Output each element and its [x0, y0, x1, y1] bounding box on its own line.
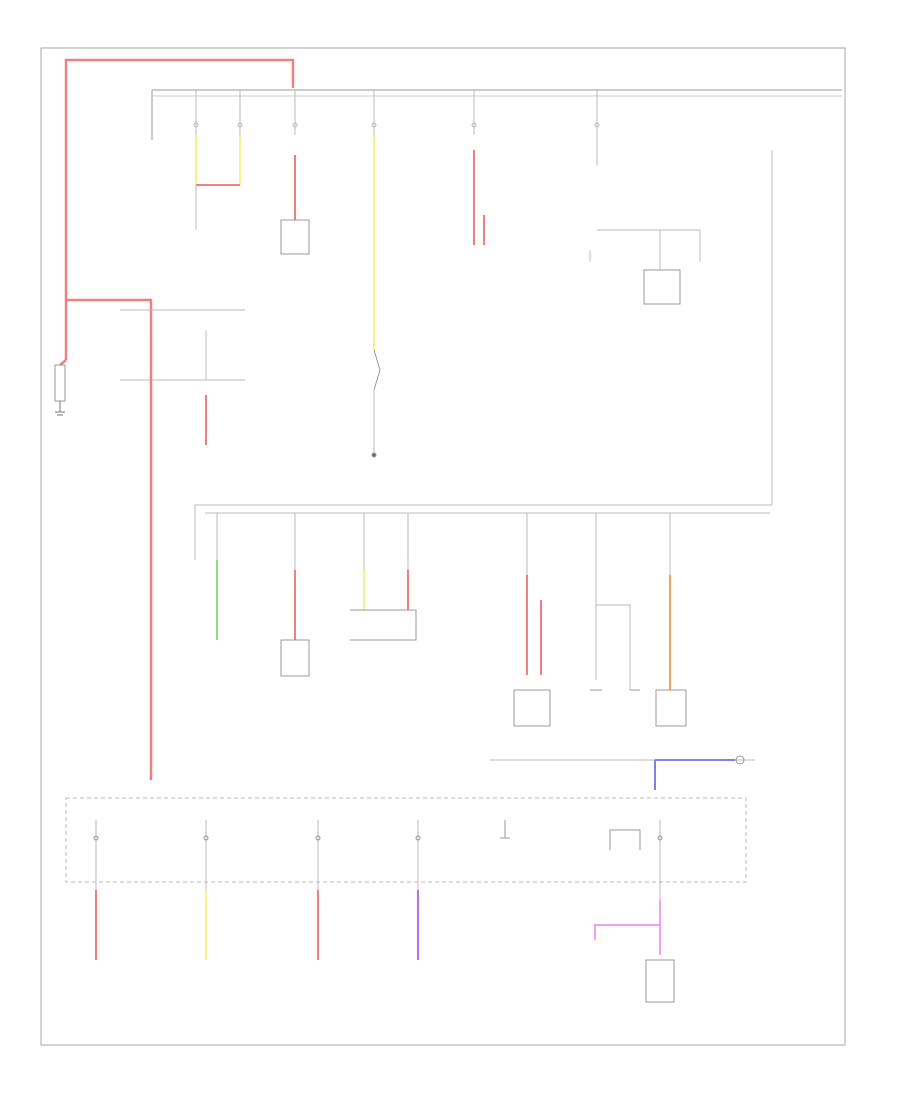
ground-symbol [54, 364, 66, 416]
top-components [280, 219, 701, 458]
bottom-wires [95, 820, 661, 960]
left-mid-block [66, 298, 245, 780]
diagram-border [40, 47, 846, 1046]
bottom-fuses [93, 835, 663, 841]
top-wires [195, 135, 598, 350]
lower-bus [65, 755, 755, 883]
mid-wires [216, 513, 671, 690]
top-bus [151, 89, 842, 140]
top-fuses [193, 90, 600, 135]
mid-bus [194, 150, 773, 560]
main-battery-feed [59, 58, 295, 366]
mid-components [280, 604, 687, 727]
bottom-components [500, 820, 675, 1003]
